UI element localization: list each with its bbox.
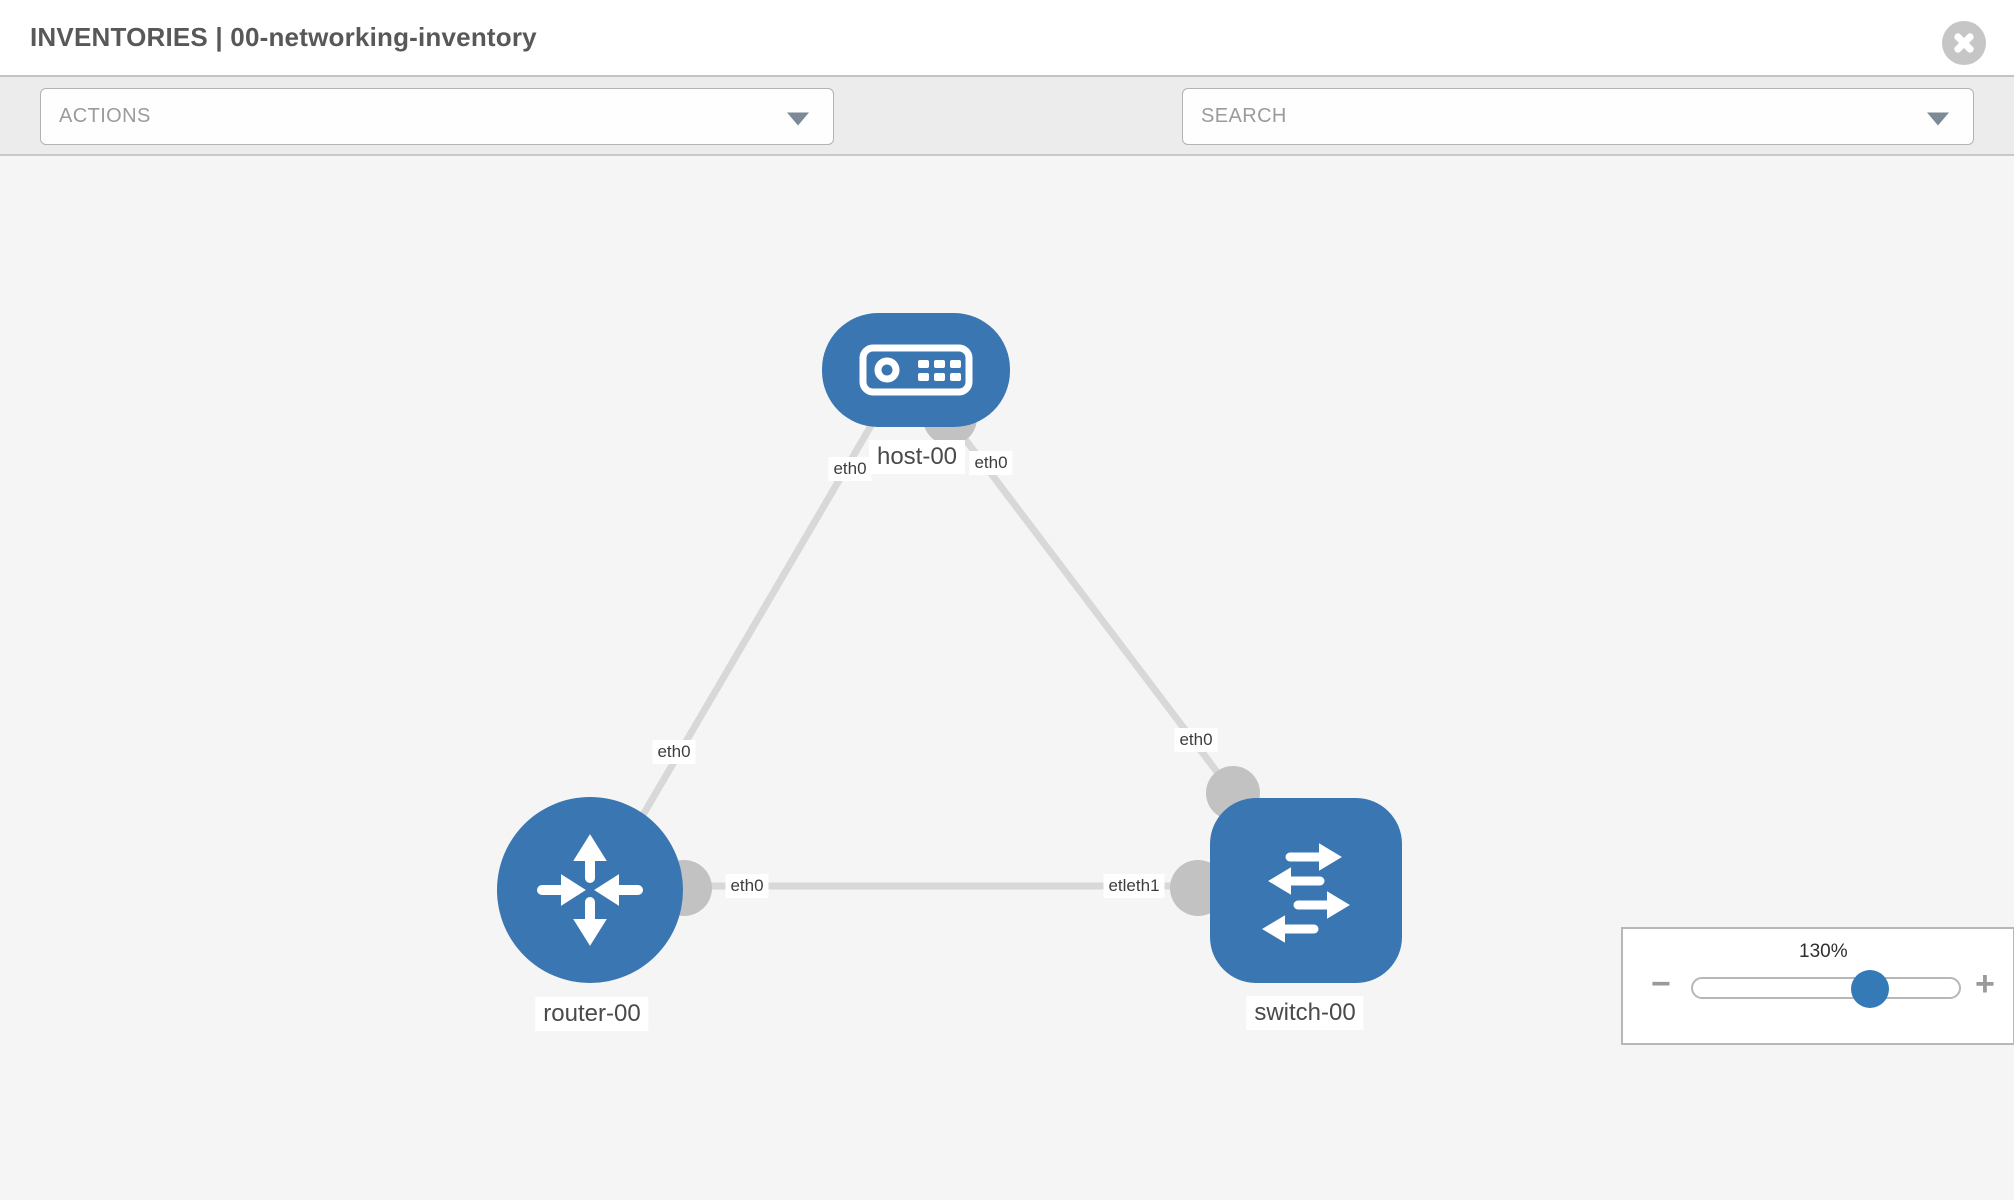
- iface-label-host-right: eth0: [969, 451, 1013, 475]
- host-icon: [859, 344, 973, 396]
- node-switch-00[interactable]: [1210, 798, 1402, 983]
- search-dropdown[interactable]: SEARCH: [1182, 88, 1974, 145]
- iface-label-router-top: eth0: [652, 740, 696, 764]
- zoom-percentage: 130%: [1799, 941, 1848, 962]
- actions-dropdown[interactable]: ACTIONS: [40, 88, 834, 145]
- switch-icon: [1262, 842, 1350, 943]
- node-label-switch: switch-00: [1246, 996, 1364, 1030]
- close-icon[interactable]: [1942, 21, 1986, 65]
- actions-dropdown-label: ACTIONS: [59, 105, 151, 127]
- node-host-00[interactable]: [822, 313, 1010, 427]
- router-icon: [537, 834, 643, 946]
- chevron-down-icon: [1927, 111, 1949, 125]
- zoom-control-panel: 130% − +: [1621, 927, 2014, 1045]
- iface-label-router-right: eth0: [725, 874, 769, 898]
- node-label-router: router-00: [535, 997, 649, 1031]
- page-title: INVENTORIES | 00-networking-inventory: [30, 22, 537, 52]
- search-dropdown-label: SEARCH: [1201, 105, 1287, 127]
- node-label-host: host-00: [868, 440, 966, 474]
- iface-label-host-left: eth0: [828, 457, 872, 481]
- zoom-in-button[interactable]: +: [1975, 965, 1995, 1003]
- node-router-00[interactable]: [497, 797, 683, 983]
- toolbar: ACTIONS SEARCH: [0, 75, 2014, 211]
- iface-label-switch-left: etleth1: [1103, 874, 1165, 898]
- zoom-out-button[interactable]: −: [1651, 965, 1671, 1003]
- header: INVENTORIES | 00-networking-inventory: [0, 0, 2014, 75]
- zoom-slider-thumb[interactable]: [1851, 970, 1889, 1008]
- zoom-slider-track[interactable]: [1691, 970, 1961, 1008]
- iface-label-switch-top: eth0: [1174, 728, 1218, 752]
- link-host-router[interactable]: [629, 422, 876, 834]
- chevron-down-icon: [787, 111, 809, 125]
